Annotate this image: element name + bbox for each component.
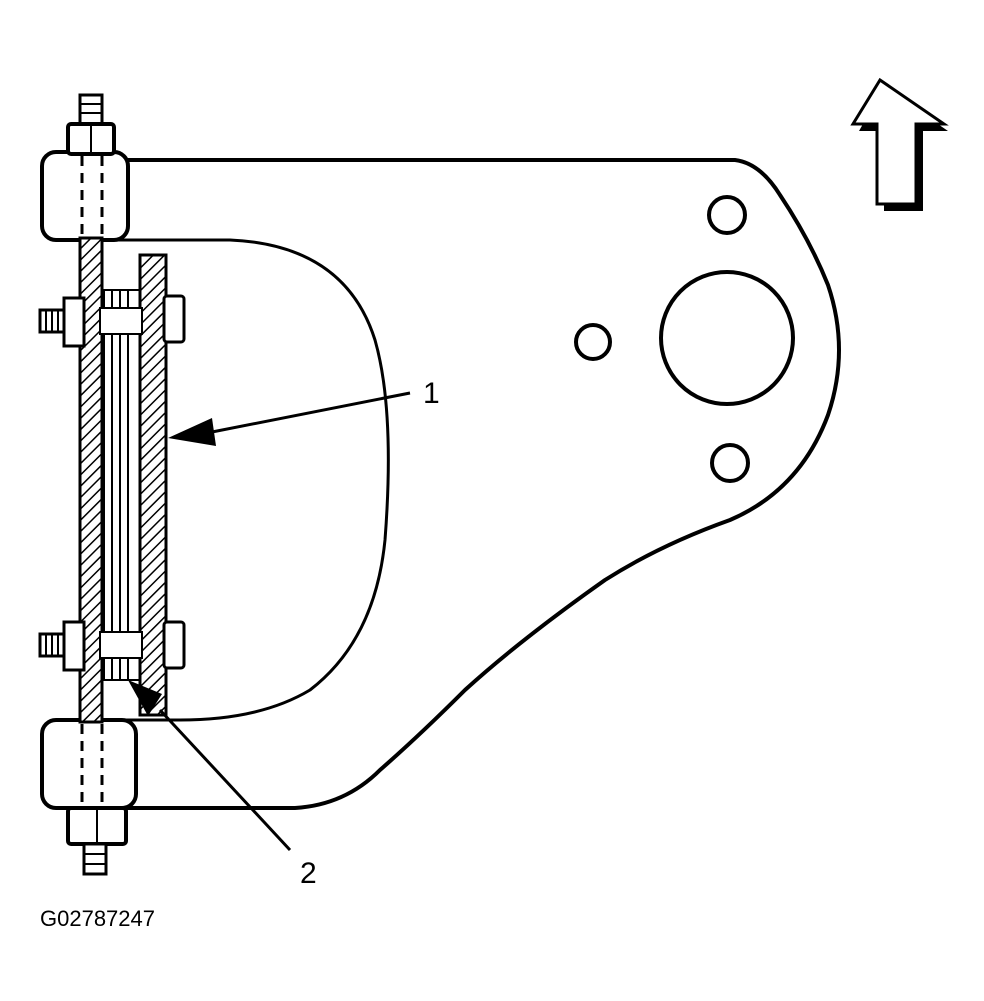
bottom-stud <box>82 842 108 876</box>
lower-bushing-eye <box>40 718 138 810</box>
callout-1-arrowhead <box>168 418 216 446</box>
ball-joint-bore <box>659 270 795 406</box>
arm-inner-pocket <box>100 238 390 722</box>
callout-label-1: 1 <box>423 377 440 410</box>
mounting-bracket <box>138 253 168 717</box>
callout-2-leader <box>158 708 292 852</box>
callout-label-2: 2 <box>300 857 317 890</box>
figure-id: G02787247 <box>40 906 155 931</box>
shim-pack <box>103 289 141 681</box>
lower-bolt <box>38 620 186 672</box>
upper-bushing-eye <box>40 150 130 242</box>
mount-hole-lower <box>710 443 750 483</box>
callout-1-leader <box>211 391 411 434</box>
control-arm-body <box>100 158 841 810</box>
mount-hole-left <box>574 323 612 361</box>
mount-hole-upper <box>707 195 747 235</box>
top-stud <box>78 93 104 127</box>
upper-bolt <box>38 294 186 348</box>
callout-2-arrowhead <box>128 680 162 716</box>
pivot-shaft <box>78 236 104 724</box>
up-arrow-icon <box>850 77 949 211</box>
